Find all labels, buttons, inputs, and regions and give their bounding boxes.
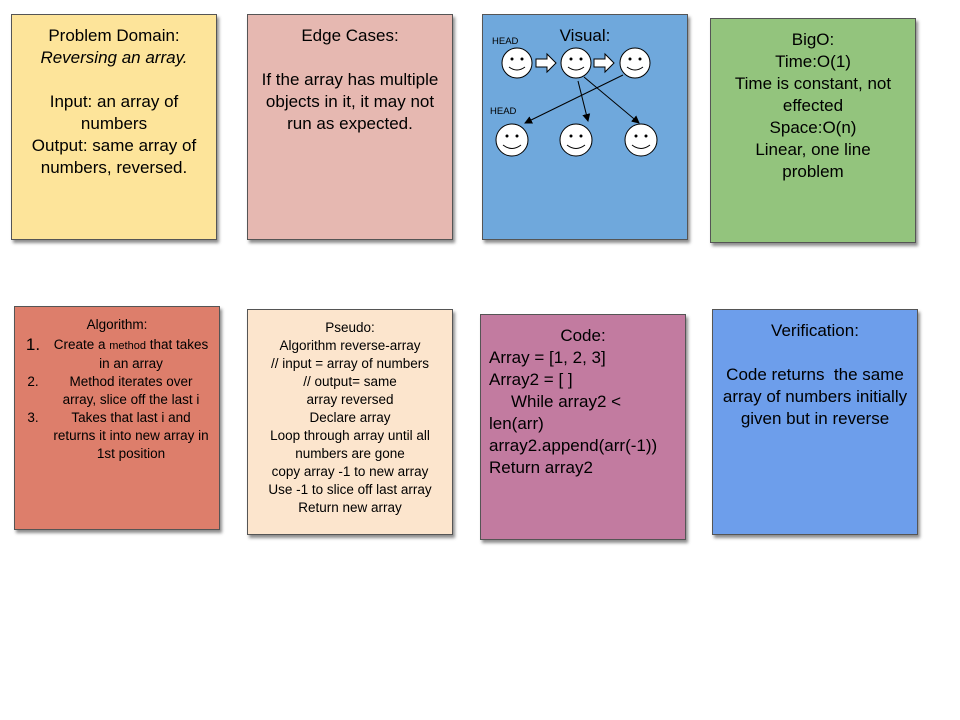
list-item: 2. Method iterates over array, slice off… (15, 373, 219, 409)
code-line: Return array2 (489, 458, 593, 477)
pseudo-line: Use -1 to slice off last array (268, 482, 432, 497)
pseudo-line: Declare array (309, 410, 391, 425)
edge-cases-body: If the array has multiple objects in it,… (261, 70, 444, 133)
list-number: 2. (27, 374, 39, 389)
algorithm-card: Algorithm: 1. Create a method that takes… (14, 306, 220, 530)
pseudo-title: Pseudo: (325, 320, 375, 335)
problem-output-text: Output: same array of numbers, reversed. (31, 136, 201, 177)
pseudo-line: Algorithm reverse-array (279, 338, 421, 353)
verification-card: Verification: Code returns the same arra… (712, 309, 918, 535)
smiley-face-icon (559, 123, 593, 157)
code-line: Array = [1, 2, 3] (489, 348, 606, 367)
smiley-face-icon (624, 123, 658, 157)
bigo-space: Space:O(n) (769, 118, 857, 137)
code-line: len(arr) (489, 414, 544, 433)
problem-domain-card: Problem Domain: Reversing an array. Inpu… (11, 14, 217, 240)
verification-body: Code returns the same array of numbers i… (722, 365, 912, 428)
smiley-face-icon (501, 47, 533, 79)
list-item: 1. Create a method that takes in an arra… (15, 336, 219, 373)
code-line: array2.append(arr(-1)) (489, 436, 658, 455)
problem-domain-subtitle: Reversing an array. (40, 48, 188, 67)
pseudo-line: // input = array of numbers (271, 356, 429, 371)
smiley-face-icon (619, 47, 651, 79)
list-number: 1. (25, 335, 41, 354)
algorithm-step-small-word: method (109, 340, 146, 352)
pseudo-line: Return new array (298, 500, 402, 515)
edge-cases-title: Edge Cases: (301, 26, 399, 45)
verification-title: Verification: (771, 321, 859, 340)
bigo-card: BigO: Time:O(1) Time is constant, not ef… (710, 18, 916, 243)
head-label-top: HEAD (492, 36, 519, 47)
algorithm-step-text: Method iterates over array, slice off th… (62, 374, 200, 407)
code-line: While array2 < (511, 392, 622, 411)
pseudo-line: // output= same array reversed (303, 374, 401, 407)
algorithm-step-text: Create a (53, 337, 110, 352)
linked-list-diagram (495, 47, 658, 157)
bigo-time-note: Time is constant, not effected (734, 74, 896, 115)
bigo-space-note: Linear, one line problem (755, 140, 876, 181)
code-title: Code: (560, 326, 606, 345)
head-label-bottom: HEAD (490, 106, 517, 117)
bigo-time: Time:O(1) (775, 52, 851, 71)
code-card: Code: Array = [1, 2, 3] Array2 = [ ] Whi… (480, 314, 686, 540)
pseudo-line: copy array -1 to new array (271, 464, 429, 479)
visual-title: Visual: (559, 26, 611, 45)
smiley-face-icon (495, 123, 529, 157)
edge-cases-card: Edge Cases: If the array has multiple ob… (247, 14, 453, 240)
code-line: Array2 = [ ] (489, 370, 573, 389)
visual-card: Visual: HEAD HEAD (482, 14, 688, 240)
arrow-right-icon (593, 52, 615, 74)
problem-input-text: Input: an array of numbers (49, 92, 183, 133)
list-number: 3. (27, 410, 39, 425)
list-item: 3. Takes that last i and returns it into… (15, 409, 219, 463)
arrow-right-icon (535, 52, 557, 74)
pseudo-card: Pseudo: Algorithm reverse-array // input… (247, 309, 453, 535)
algorithm-step-text: Takes that last i and returns it into ne… (53, 410, 209, 461)
algorithm-title: Algorithm: (86, 317, 148, 332)
bigo-title: BigO: (791, 30, 835, 49)
problem-domain-title: Problem Domain: (48, 26, 180, 45)
pseudo-line: Loop through array until all numbers are… (270, 428, 434, 461)
smiley-face-icon (560, 47, 592, 79)
algorithm-step-text: that takes in an array (99, 337, 209, 371)
